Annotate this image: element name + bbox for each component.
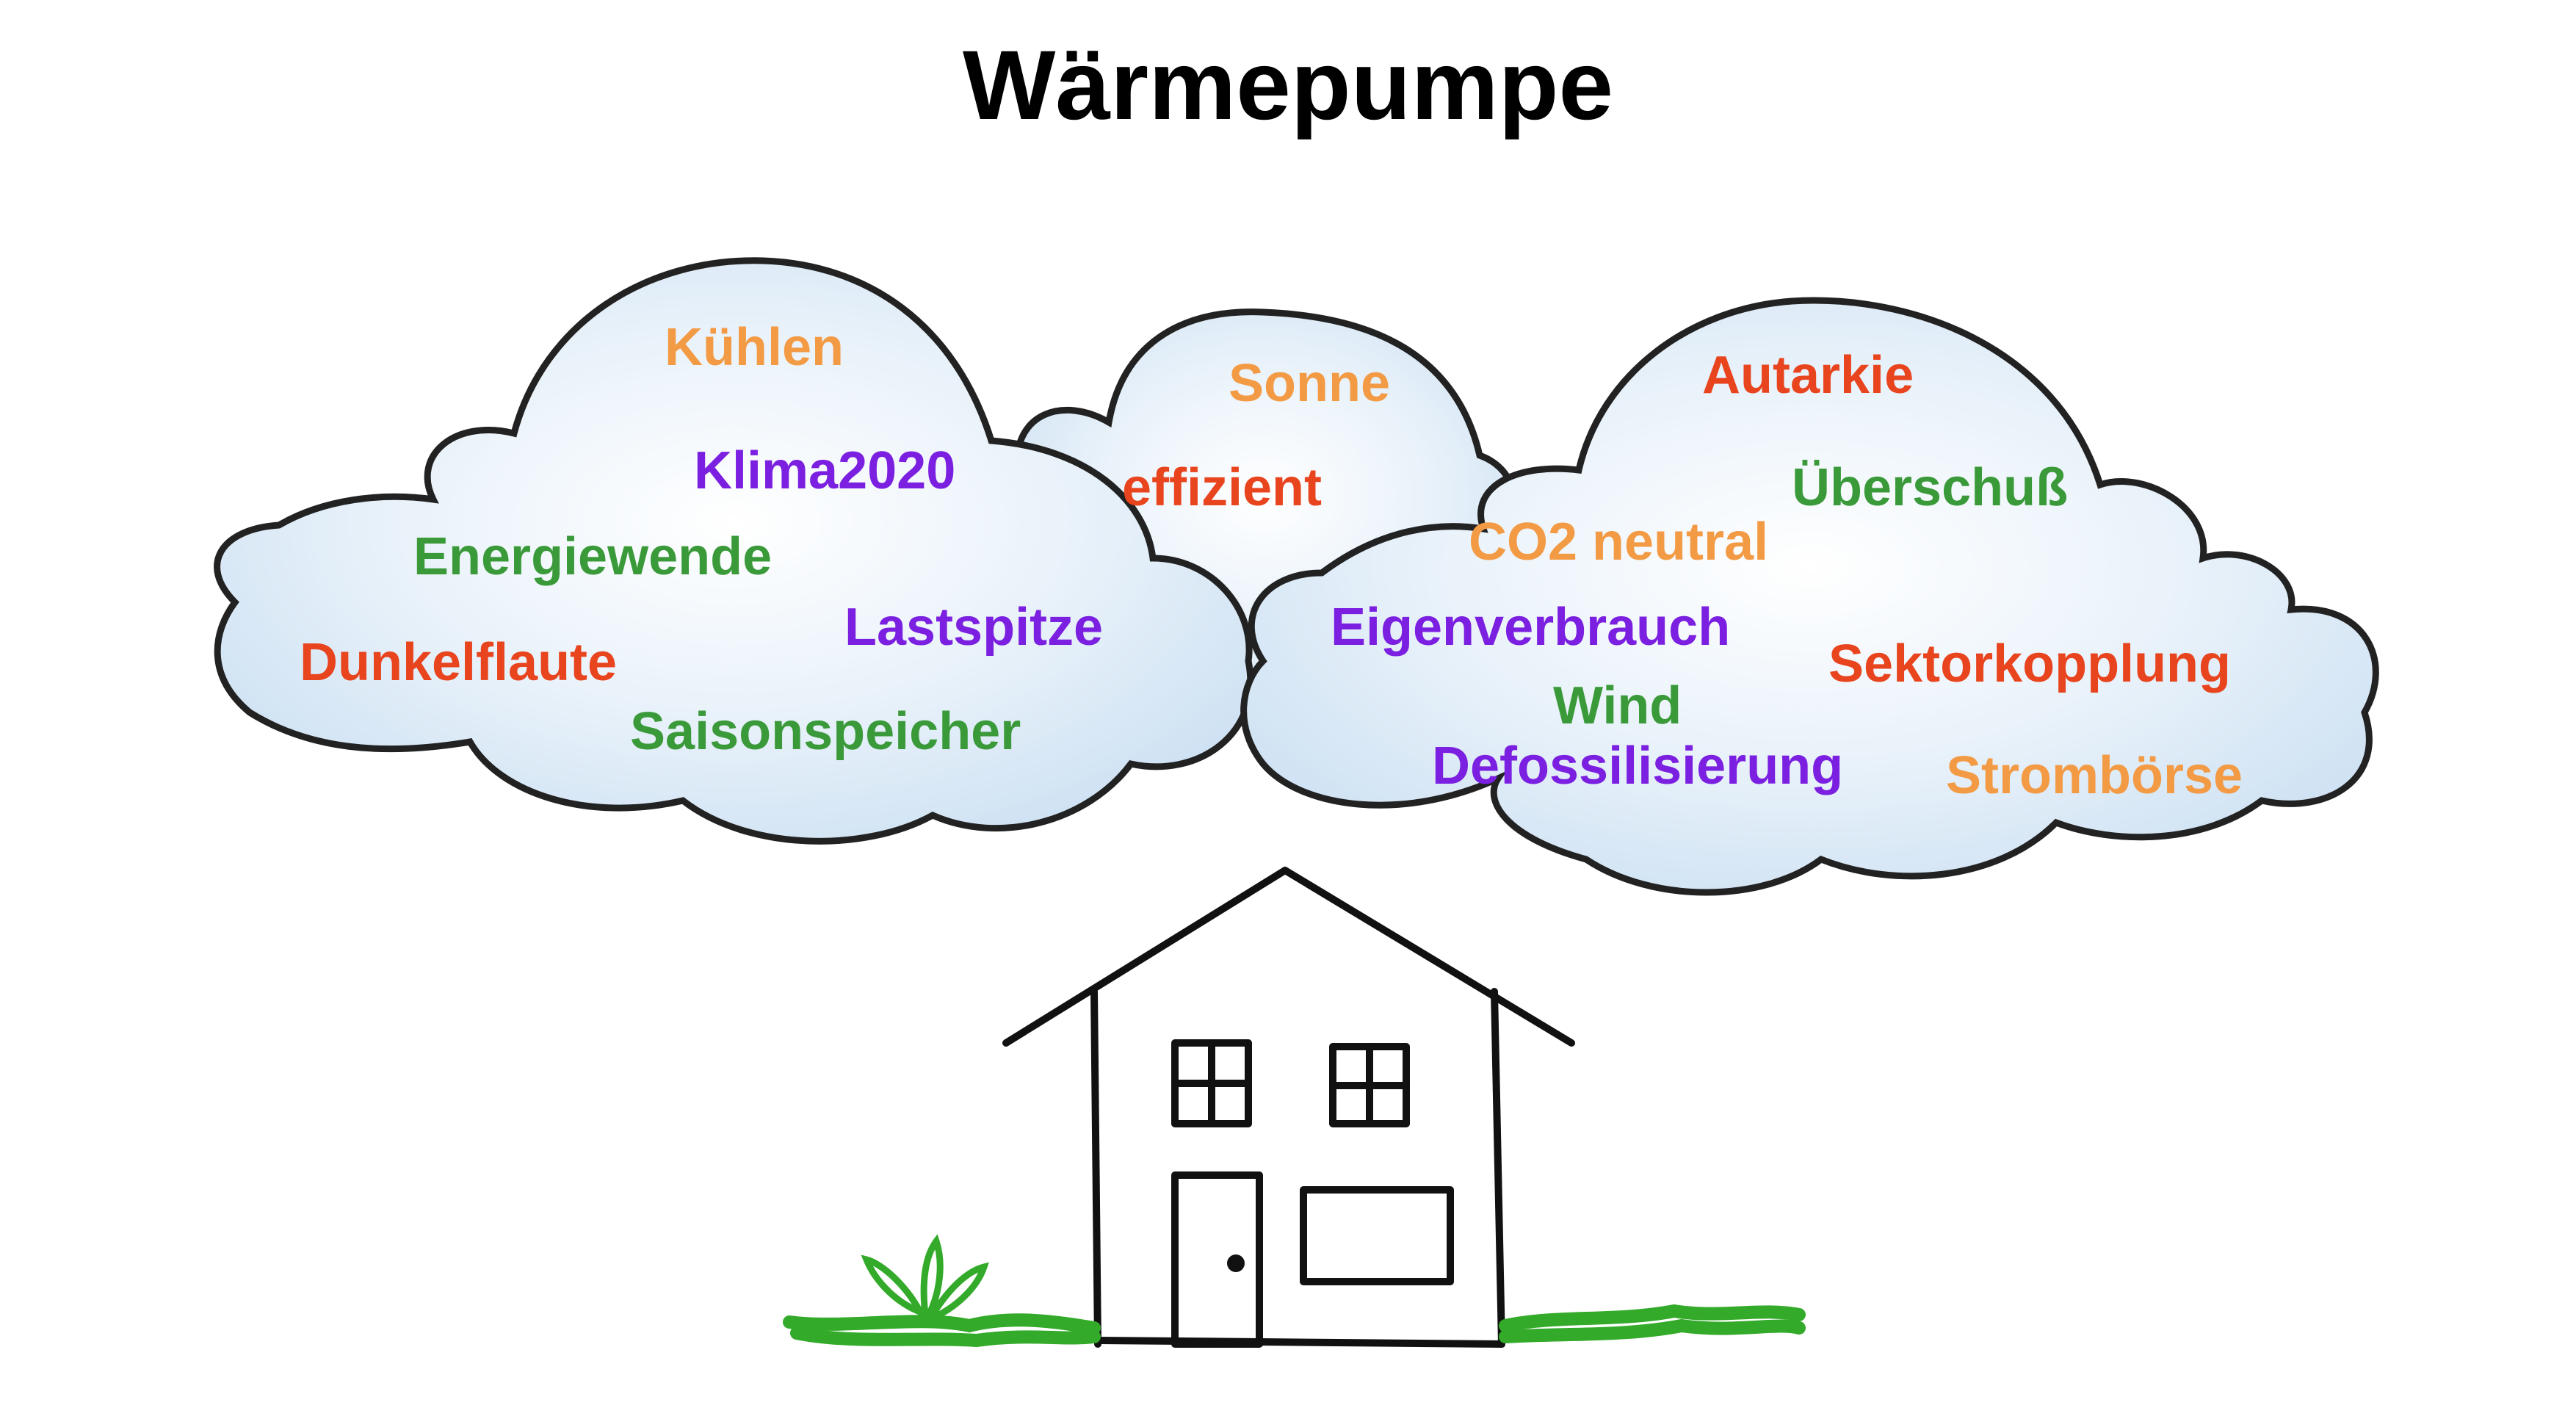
word-co2-neutral: CO2 neutral [1469,513,1769,571]
word-kuehlen: Kühlen [665,318,844,377]
house-wall-left [1090,988,1101,1348]
word-autarkie: Autarkie [1702,346,1914,405]
word-dunkelflaute: Dunkelflaute [300,633,618,692]
word-effizient: effizient [1122,458,1323,517]
house-ground [1094,1337,1505,1348]
window-right [1329,1043,1410,1127]
word-sonne: Sonne [1229,354,1391,413]
door-knob [1227,1254,1245,1272]
cloud-right [1240,297,2379,896]
plant [861,1234,989,1320]
word-ueberschuss: Überschuß [1792,458,2069,517]
word-saisonspeicher: Saisonspeicher [630,702,1021,761]
house-wall-right [1491,988,1505,1348]
word-klima2020: Klima2020 [694,441,956,500]
word-sektorkopplung: Sektorkopplung [1828,635,2232,693]
word-lastspitze: Lastspitze [844,598,1104,657]
word-wind: Wind [1553,676,1682,735]
word-energiewende: Energiewende [413,527,773,586]
cloud-left [214,257,1254,845]
page-title: Wärmepumpe [962,31,1614,140]
house-roof [1002,867,1575,1047]
house-door [1171,1171,1263,1348]
window-left [1171,1039,1252,1127]
house-large-window [1300,1186,1454,1285]
grass [783,1304,1806,1348]
word-defossilisierung: Defossilisierung [1432,737,1844,795]
word-stromboerse: Strombörse [1946,746,2243,805]
house-drawing [1002,867,1575,1348]
word-eigenverbrauch: Eigenverbrauch [1331,598,1731,657]
